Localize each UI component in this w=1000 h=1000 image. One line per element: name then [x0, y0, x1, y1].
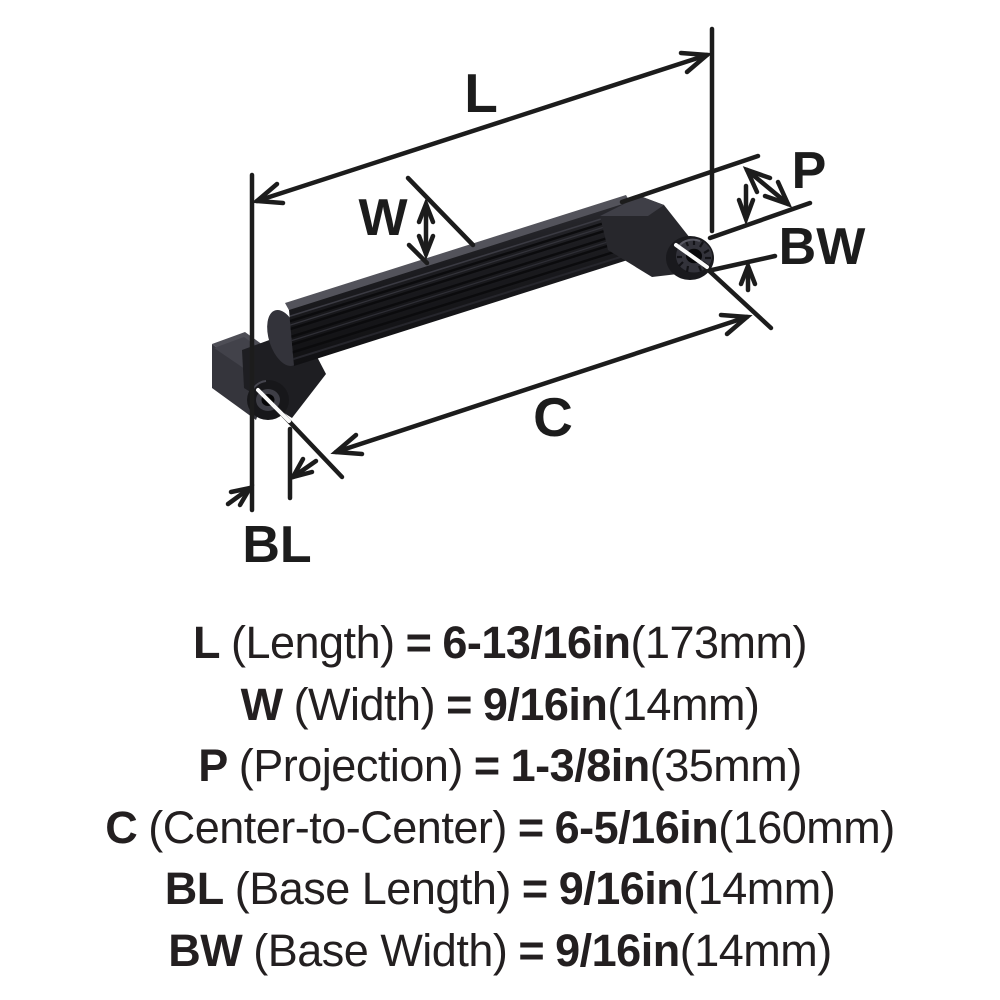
right-post-groove [674, 243, 709, 269]
spec-name: (Length) [230, 617, 395, 668]
spec-code: W [240, 678, 283, 730]
handle-bar-top-bevel [285, 195, 631, 312]
spec-imperial: 9/16in [482, 678, 608, 730]
spec-code: BL [164, 863, 225, 914]
spec-metric: (14mm) [679, 924, 833, 976]
label-P: P [792, 142, 827, 200]
spec-line-base-width: BW(Base Width)=9/16in(14mm) [0, 920, 1000, 982]
spec-equals: = [473, 740, 500, 791]
handle-illustration [212, 195, 714, 420]
spec-name: (Width) [293, 678, 436, 730]
spec-imperial: 1-3/8in [510, 740, 651, 791]
spec-name: (Projection) [238, 740, 464, 791]
dimension-P [619, 153, 813, 241]
screw-axis-grooves [256, 243, 709, 423]
dimension-spec-list: L(Length)=6-13/16in(173mm) W(Width)=9/16… [0, 612, 1000, 981]
label-L: L [464, 62, 498, 124]
dimension-L [251, 50, 713, 206]
dimension-lines [225, 26, 813, 513]
spec-metric: (173mm) [630, 617, 808, 668]
label-C: C [533, 386, 573, 448]
spec-name: (Center-to-Center) [148, 801, 507, 853]
handle-bar-fluting [289, 209, 631, 363]
spec-imperial: 6-5/16in [554, 801, 719, 853]
spec-metric: (160mm) [718, 801, 895, 853]
spec-code: C [105, 801, 138, 853]
dimension-BW [709, 253, 778, 293]
label-W: W [358, 189, 408, 247]
spec-line-length: L(Length)=6-13/16in(173mm) [0, 612, 1000, 674]
spec-line-projection: P(Projection)=1-3/8in(35mm) [0, 735, 1000, 797]
spec-metric: (35mm) [649, 740, 803, 791]
spec-metric: (14mm) [607, 678, 760, 730]
handle-right-foot [666, 236, 714, 280]
label-BL: BL [242, 516, 311, 574]
spec-imperial: 9/16in [558, 863, 684, 914]
spec-code: P [198, 740, 228, 791]
spec-name: (Base Length) [234, 863, 512, 914]
spec-equals: = [446, 678, 472, 730]
spec-imperial: 6-13/16in [442, 617, 631, 668]
spec-line-center-to-center: C(Center-to-Center)=6-5/16in(160mm) [0, 797, 1000, 859]
spec-code: BW [168, 924, 243, 976]
spec-equals: = [517, 801, 544, 853]
dimension-BL [225, 426, 319, 508]
spec-line-width: W(Width)=9/16in(14mm) [0, 674, 1000, 736]
left-post-groove [256, 388, 291, 423]
spec-equals: = [518, 924, 545, 976]
dimension-diagram-svg: L W P BW C BL [212, 26, 867, 574]
dimension-C [280, 264, 774, 480]
spec-line-base-length: BL(Base Length)=9/16in(14mm) [0, 858, 1000, 920]
label-BW: BW [779, 218, 867, 276]
spec-code: L [192, 617, 221, 668]
spec-metric: (14mm) [683, 863, 836, 914]
spec-name: (Base Width) [253, 924, 508, 976]
dimension-W [405, 175, 476, 266]
spec-imperial: 9/16in [555, 924, 680, 976]
spec-equals: = [405, 617, 432, 668]
spec-equals: = [521, 863, 548, 914]
